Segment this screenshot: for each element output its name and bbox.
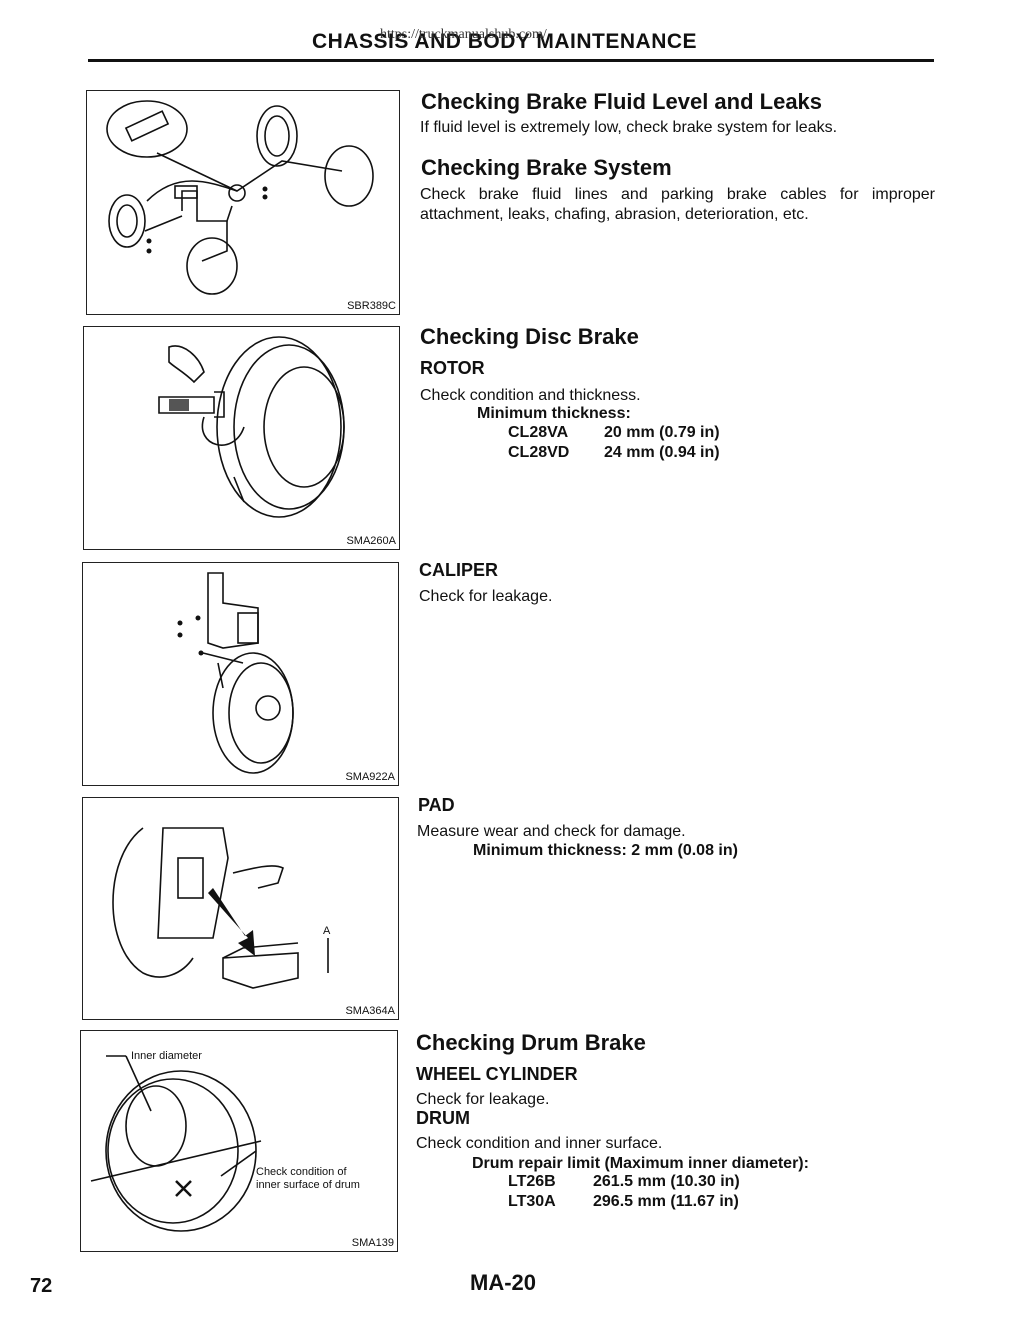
caliper-illustration xyxy=(177,572,294,774)
drum-text: Check condition and inner surface. xyxy=(416,1135,663,1152)
drum-spec-value: 261.5 mm (10.30 in) xyxy=(593,1173,740,1190)
drum-spec-value: 296.5 mm (11.67 in) xyxy=(593,1193,739,1210)
wheel-cylinder-heading: WHEEL CYLINDER xyxy=(416,1064,578,1084)
label-a: A xyxy=(323,925,331,937)
label-inner-diameter: Inner diameter xyxy=(131,1050,202,1062)
drum-spec-label: Drum repair limit (Maximum inner diamete… xyxy=(472,1155,809,1172)
rotor-text: Check condition and thickness. xyxy=(420,387,641,404)
figure-code: SMA260A xyxy=(346,535,396,547)
pad-illustration xyxy=(112,827,329,989)
section-title-drum: Checking Drum Brake xyxy=(416,1030,646,1055)
fluid-text: If fluid level is extremely low, check b… xyxy=(420,119,838,136)
figure-caliper: SMA922A xyxy=(82,562,399,786)
rotor-heading: ROTOR xyxy=(420,358,485,378)
caliper-heading: CALIPER xyxy=(419,560,499,580)
rotor-spec-value: 24 mm (0.94 in) xyxy=(604,444,720,461)
page-code: MA-20 xyxy=(470,1270,537,1295)
url-watermark: https://truckmanualshub.com/ xyxy=(380,27,547,42)
page-number: 72 xyxy=(30,1275,53,1297)
wheel-cylinder-text: Check for leakage. xyxy=(416,1091,550,1108)
figure-brake-system: SBR389C xyxy=(86,90,400,315)
pad-spec: Minimum thickness: 2 mm (0.08 in) xyxy=(473,842,738,859)
pad-text: Measure wear and check for damage. xyxy=(417,823,686,840)
pad-heading: PAD xyxy=(418,795,455,815)
label-check-condition: Check condition of inner surface of drum xyxy=(256,1166,360,1191)
system-text: Check brake fluid lines and parking brak… xyxy=(420,186,935,223)
drum-spec-model: LT26B xyxy=(508,1173,556,1190)
drum-illustration xyxy=(90,1055,262,1232)
rotor-spec-value: 20 mm (0.79 in) xyxy=(604,424,720,441)
rotor-micrometer-illustration xyxy=(158,336,345,518)
caliper-text: Check for leakage. xyxy=(419,588,553,605)
figure-pad: A SMA364A xyxy=(82,797,399,1020)
rotor-spec-model: CL28VA xyxy=(508,424,569,441)
rotor-spec-model: CL28VD xyxy=(508,444,570,461)
figure-code: SMA364A xyxy=(345,1005,395,1017)
header-rule xyxy=(88,59,934,62)
section-title-system: Checking Brake System xyxy=(421,155,672,180)
section-title-fluid: Checking Brake Fluid Level and Leaks xyxy=(421,89,823,114)
figure-drum: Inner diameter Check condition of inner … xyxy=(80,1030,398,1252)
drum-heading: DRUM xyxy=(416,1108,470,1128)
rotor-spec-label: Minimum thickness: xyxy=(477,405,631,422)
figure-code: SMA922A xyxy=(345,771,395,783)
figure-rotor: SMA260A xyxy=(83,326,400,550)
figure-code: SBR389C xyxy=(347,300,396,312)
page-header: CHASSIS AND BODY MAINTENANCE xyxy=(312,30,698,53)
brake-system-illustration xyxy=(106,100,374,295)
section-title-disc: Checking Disc Brake xyxy=(420,324,639,349)
figure-code: SMA139 xyxy=(351,1237,394,1249)
drum-spec-model: LT30A xyxy=(508,1193,556,1210)
